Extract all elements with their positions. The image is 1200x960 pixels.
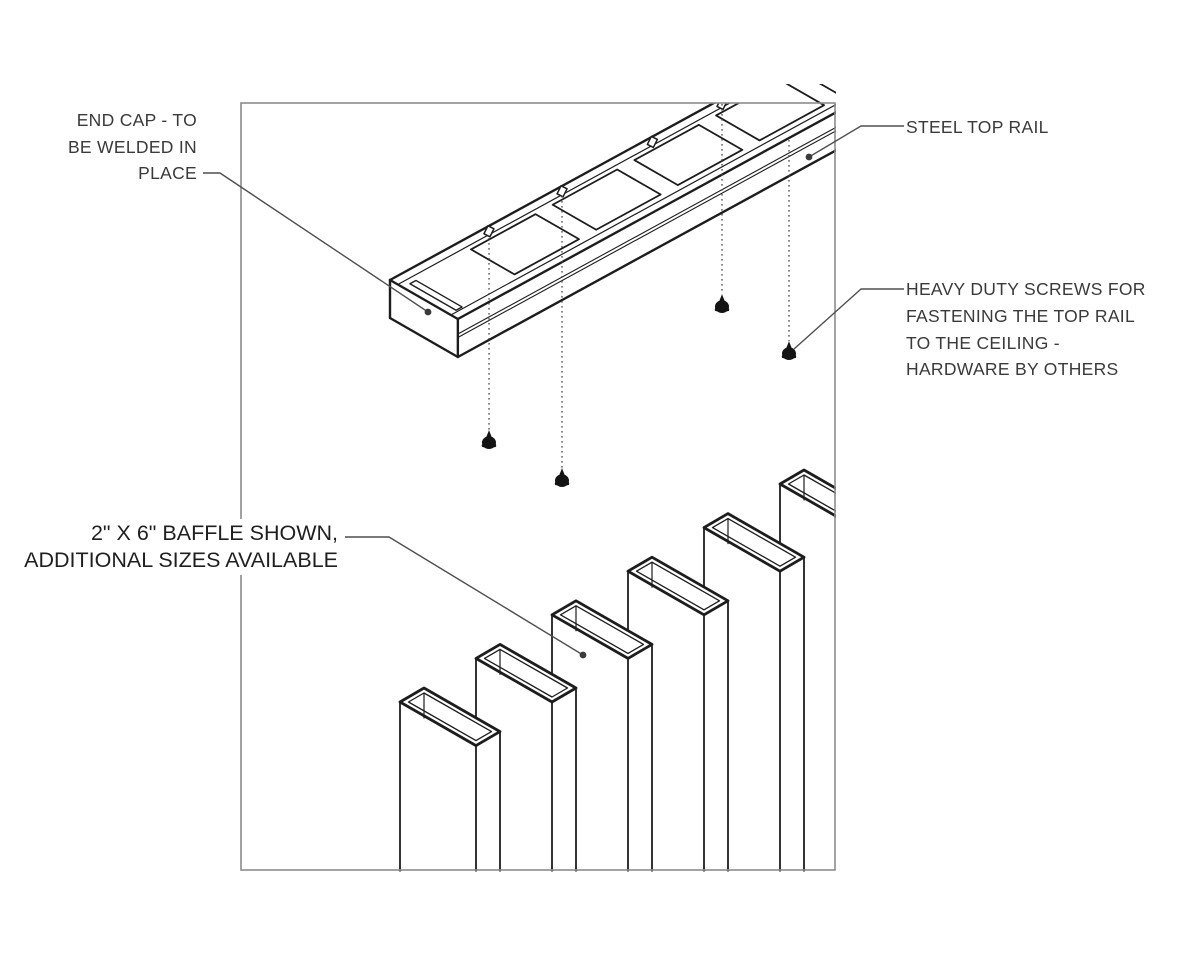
heavy-duty-label-line: HARDWARE BY OTHERS: [906, 359, 1119, 380]
baffle: [398, 686, 502, 872]
steel-top-rail-drawing: [388, 84, 836, 359]
heavy-duty-screws-label: HEAVY DUTY SCREWS FOR FASTENING THE TOP …: [906, 276, 1146, 383]
heavy-duty-label-line: TO THE CEILING -: [906, 332, 1060, 353]
end-cap-label-line: BE WELDED IN: [67, 136, 197, 157]
screw-icon: [554, 468, 570, 487]
baffle-size-label-line: ADDITIONAL SIZES AVAILABLE: [24, 548, 338, 572]
leader-lines: [203, 125, 904, 659]
screw-icon: [481, 430, 497, 449]
heavy-duty-label-line: HEAVY DUTY SCREWS FOR: [906, 279, 1146, 299]
baffle-size-label-line: 2" X 6" BAFFLE SHOWN,: [90, 521, 338, 545]
baffles-group: [398, 468, 836, 872]
heavy-duty-screws: [481, 294, 797, 487]
steel-top-rail-label: STEEL TOP RAIL: [906, 117, 1049, 137]
baffle-size-label: 2" X 6" BAFFLE SHOWN, ADDITIONAL SIZES A…: [18, 519, 338, 575]
screw-projection-lines: [488, 104, 790, 468]
end-cap-label: END CAP - TO BE WELDED IN PLACE: [37, 107, 197, 187]
end-cap-label-line: PLACE: [138, 163, 197, 183]
baffle: [702, 512, 806, 872]
viewport-frame: [240, 102, 836, 871]
heavy-duty-label-line: FASTENING THE TOP RAIL: [906, 305, 1135, 326]
end-cap-label-line: END CAP - TO: [76, 110, 197, 130]
screw-icon: [714, 294, 730, 313]
screw-icon: [781, 341, 797, 360]
